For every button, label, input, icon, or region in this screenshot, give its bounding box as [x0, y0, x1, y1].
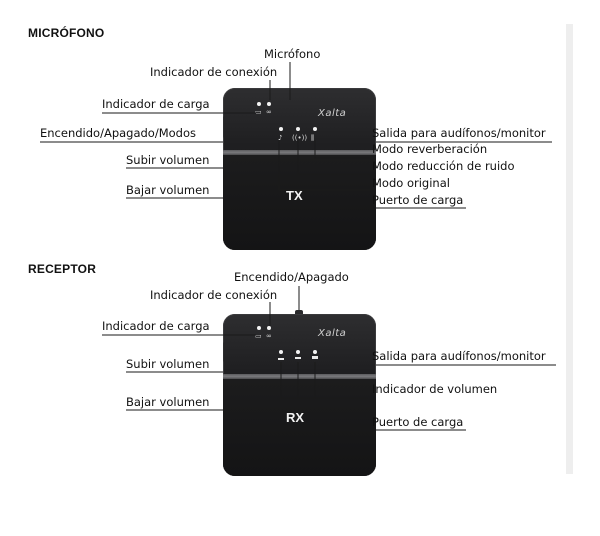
- label-tx-charge-indicator: Indicador de carga: [102, 97, 210, 111]
- label-rx-headphone-out: Salida para audífonos/monitor: [372, 349, 546, 363]
- rx-volume-led-2: [296, 350, 300, 354]
- label-rx-charging-port: Puerto de carga: [372, 415, 464, 429]
- tx-link-led: [267, 102, 271, 106]
- label-tx-charging-port: Puerto de carga: [372, 193, 464, 207]
- label-rx-volume-up: Subir volumen: [126, 357, 210, 371]
- link-icon: ∞: [266, 332, 272, 340]
- equalizer-icon: ⫼: [311, 134, 315, 142]
- rx-metal-band: [223, 374, 376, 379]
- tx-device: Xalta ▭ ∞ ♪ ((•)) ⫼ TX: [223, 88, 376, 250]
- tx-lower-body: [223, 155, 376, 250]
- label-tx-power-modes: Encendido/Apagado/Modos: [40, 126, 197, 140]
- rx-charge-led: [257, 326, 261, 330]
- radio-waves-icon: ((•)): [292, 134, 308, 142]
- rx-lower-body: [223, 379, 376, 476]
- label-tx-microphone: Micrófono: [264, 47, 321, 61]
- label-rx-charge-indicator: Indicador de carga: [102, 319, 210, 333]
- section-title-microphone: MICRÓFONO: [28, 26, 105, 40]
- tx-device-label: TX: [286, 188, 303, 203]
- leader-tx-original: [278, 140, 370, 191]
- music-note-icon: ♪: [278, 134, 283, 142]
- label-rx-volume-down: Bajar volumen: [126, 395, 210, 409]
- label-tx-reverb-mode: Modo reverberación: [372, 142, 488, 156]
- rx-volume-bar-2: [295, 357, 301, 359]
- label-tx-original-mode: Modo original: [372, 176, 450, 190]
- battery-icon: ▭: [255, 108, 262, 116]
- rx-volume-bar-3: [312, 356, 318, 359]
- tx-charge-led: [257, 102, 261, 106]
- rx-device: Xalta ▭ ∞ RX: [223, 314, 376, 476]
- leader-tx-reverb: [314, 140, 370, 159]
- leader-rx-vol-1: [280, 362, 368, 399]
- label-tx-connection-indicator: Indicador de conexión: [150, 65, 278, 79]
- label-rx-volume-indicator: Indicador de volumen: [372, 382, 498, 396]
- rx-device-label: RX: [286, 410, 305, 425]
- rx-power-button-top: [295, 310, 303, 315]
- tx-reverb-mode-led: [313, 127, 317, 131]
- leader-tx-noise: [297, 140, 370, 175]
- page-right-divider: [566, 24, 573, 474]
- battery-icon: ▭: [255, 332, 262, 340]
- label-tx-noise-mode: Modo reducción de ruido: [372, 159, 515, 173]
- rx-volume-led-1: [279, 350, 283, 354]
- label-tx-volume-up: Subir volumen: [126, 153, 210, 167]
- section-title-receiver: RECEPTOR: [28, 262, 97, 276]
- label-tx-volume-down: Bajar volumen: [126, 183, 210, 197]
- rx-link-led: [267, 326, 271, 330]
- tx-brand-logo: Xalta: [318, 108, 347, 119]
- label-rx-power: Encendido/Apagado: [234, 270, 349, 284]
- tx-original-mode-led: [279, 127, 283, 131]
- rx-volume-bar-1: [278, 358, 284, 360]
- tx-metal-band: [223, 150, 376, 155]
- tx-noise-mode-led: [296, 127, 300, 131]
- label-tx-headphone-out: Salida para audífonos/monitor: [372, 126, 546, 140]
- tx-power-side-button: [223, 116, 224, 138]
- rx-side-button-top: [223, 342, 224, 362]
- rx-volume-led-3: [313, 350, 317, 354]
- link-icon: ∞: [266, 108, 272, 116]
- label-rx-connection-indicator: Indicador de conexión: [150, 288, 278, 302]
- rx-brand-logo: Xalta: [318, 328, 347, 339]
